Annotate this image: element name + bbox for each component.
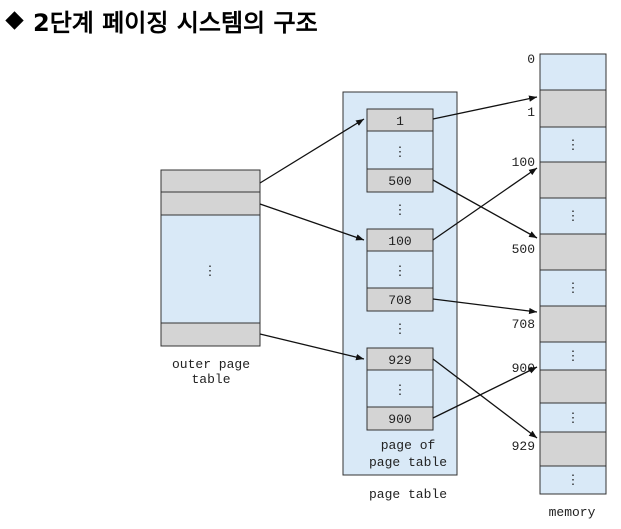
- page-table-label: page table: [369, 487, 447, 502]
- arrow-entry-900-to-frame-900: [432, 366, 538, 419]
- page-title: 2단계 페이징 시스템의 구조: [4, 2, 318, 38]
- page-table: 1 500 ⋮ ⋮ 100 708 ⋮ ⋮ 929 900 ⋮ page of …: [342, 91, 458, 502]
- arrow-entry-1-to-frame-1: [432, 95, 538, 120]
- page-table-entry-900: [366, 406, 434, 431]
- memory-address-label: 0: [527, 52, 535, 67]
- title-text: 2단계 페이징 시스템의 구조: [33, 8, 318, 37]
- memory-address-label: 708: [512, 317, 535, 332]
- outer-table-label-line2: table: [191, 372, 230, 387]
- page-table-entry-label: 900: [388, 412, 411, 427]
- page-table-entry-1: [366, 108, 434, 132]
- outer-page-table: ⋮ outer page table: [160, 169, 261, 387]
- memory-frame-100: [539, 161, 607, 199]
- page-table-ellipsis: ⋮: [394, 264, 407, 279]
- memory-frame-708: [539, 305, 607, 343]
- arrow-entry-929-to-frame-929: [432, 358, 538, 439]
- memory-frame-1: [539, 89, 607, 128]
- page-table-ellipsis: ⋮: [394, 383, 407, 398]
- arrow-outer-to-entry-929: [259, 333, 365, 361]
- memory-address-label: 929: [512, 439, 535, 454]
- arrow-entry-100-to-frame-100: [432, 167, 538, 241]
- memory-ellipsis: ⋮: [567, 473, 580, 488]
- memory-ellipsis: ⋮: [567, 138, 580, 153]
- page-table-ellipsis: ⋮: [394, 322, 407, 337]
- outer-table-entry-2: [160, 191, 261, 216]
- page-table-entry-label: 100: [388, 234, 411, 249]
- memory-frame-900: [539, 369, 607, 404]
- arrow-entry-500-to-frame-500: [432, 179, 538, 239]
- memory-frame-929: [539, 431, 607, 467]
- arrows: [259, 95, 538, 439]
- outer-table-label-line1: outer page: [172, 357, 250, 372]
- memory-address-label: 100: [512, 155, 535, 170]
- page-table-entry-label: 1: [396, 114, 404, 129]
- arrow-entry-708-to-frame-708: [432, 298, 538, 315]
- page-table-entry-label: 708: [388, 293, 411, 308]
- memory-address-label: 1: [527, 105, 535, 120]
- memory-address-label: 500: [512, 242, 535, 257]
- page-table-inner-label-line1: page of: [381, 438, 436, 453]
- page-table-ellipsis: ⋮: [394, 203, 407, 218]
- page-table-entry-label: 929: [388, 353, 411, 368]
- memory-label: memory: [549, 505, 596, 520]
- arrow-outer-to-entry-1: [259, 118, 365, 184]
- memory-frame-500: [539, 233, 607, 271]
- memory-ellipsis: ⋮: [567, 209, 580, 224]
- page-table-entry-label: 500: [388, 174, 411, 189]
- outer-table-ellipsis: ⋮: [204, 264, 217, 279]
- memory-ellipsis: ⋮: [567, 411, 580, 426]
- outer-table-entry-last: [160, 322, 261, 347]
- page-table-ellipsis: ⋮: [394, 145, 407, 160]
- memory: ⋮ ⋮ ⋮ ⋮ ⋮ ⋮ 0 1 100 500 708 900 929 memo…: [512, 52, 607, 520]
- memory-ellipsis: ⋮: [567, 281, 580, 296]
- outer-table-entry-1: [160, 169, 261, 193]
- memory-ellipsis: ⋮: [567, 349, 580, 364]
- page-table-inner-label-line2: page table: [369, 455, 447, 470]
- arrow-outer-to-entry-100: [259, 203, 365, 241]
